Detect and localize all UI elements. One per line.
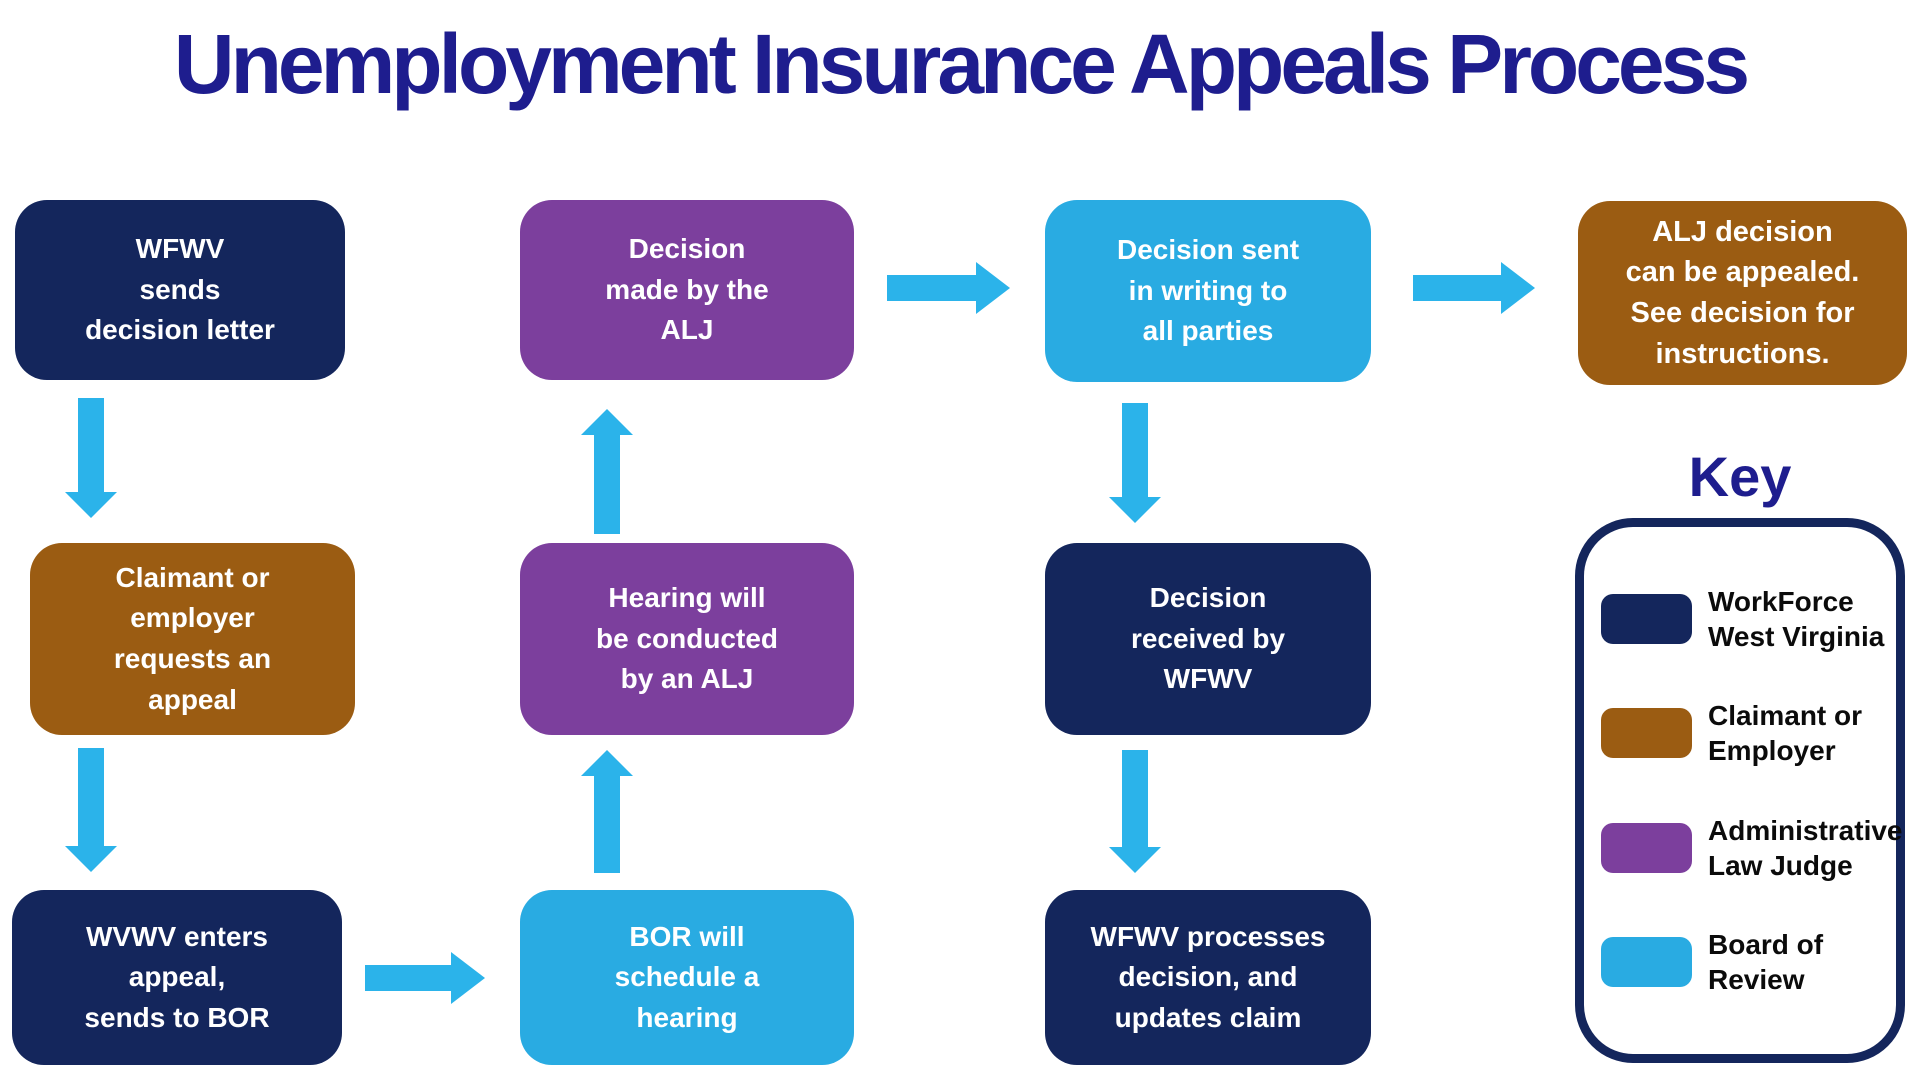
legend-item-claimant-or-employer: Claimant or Employer — [1601, 698, 1892, 768]
arrow-shaft — [1413, 275, 1503, 301]
arrow-down-claimant-to-wvwv — [65, 748, 117, 872]
page-title: Unemployment Insurance Appeals Process — [173, 17, 1750, 111]
arrow-down-wfwv-to-claimant — [65, 398, 117, 518]
arrow-shaft — [594, 774, 620, 873]
arrow-head-icon — [65, 492, 117, 518]
flow-step-bor-schedules-hearing: BOR will schedule a hearing — [520, 890, 854, 1065]
legend-item-board-of-review: Board of Review — [1601, 927, 1892, 997]
arrow-shaft — [78, 748, 104, 848]
legend-swatch-brown — [1601, 708, 1692, 759]
legend-swatch-cyan — [1601, 937, 1692, 988]
arrow-head-icon — [1109, 847, 1161, 873]
arrow-right-wvwv-to-bor — [365, 952, 485, 1004]
legend-item-workforce-west-virginia: WorkForce West Virginia — [1601, 584, 1892, 654]
arrow-shaft — [365, 965, 453, 991]
arrow-down-received-to-processes — [1109, 750, 1161, 873]
flow-step-claimant-requests-appeal: Claimant or employer requests an appeal — [30, 543, 355, 735]
flow-step-decision-made-by-alj: Decision made by the ALJ — [520, 200, 854, 380]
arrow-up-bor-to-hearing — [581, 750, 633, 873]
arrow-shaft — [1122, 750, 1148, 849]
arrow-shaft — [594, 433, 620, 534]
arrow-head-icon — [65, 846, 117, 872]
arrow-head-icon — [451, 952, 485, 1004]
arrow-up-hearing-to-decision — [581, 409, 633, 534]
arrow-shaft — [78, 398, 104, 494]
legend-label: WorkForce West Virginia — [1708, 585, 1885, 652]
flow-step-wfwv-processes-decision: WFWV processes decision, and updates cla… — [1045, 890, 1371, 1065]
legend-label: Board of Review — [1708, 929, 1824, 996]
arrow-head-icon — [581, 750, 633, 776]
flow-step-hearing-conducted-by-alj: Hearing will be conducted by an ALJ — [520, 543, 854, 735]
legend-item-administrative-law-judge: Administrative Law Judge — [1601, 813, 1903, 883]
arrow-head-icon — [581, 409, 633, 435]
arrow-right-sent-to-appealed — [1413, 262, 1535, 314]
arrow-shaft — [887, 275, 978, 301]
key-title: Key — [1688, 445, 1792, 508]
arrow-right-decision-to-sent — [887, 262, 1010, 314]
key-legend: WorkForce West Virginia Claimant or Empl… — [1575, 518, 1905, 1063]
flow-step-decision-received-by-wfwv: Decision received by WFWV — [1045, 543, 1371, 735]
legend-label: Claimant or Employer — [1708, 700, 1863, 767]
arrow-shaft — [1122, 403, 1148, 499]
flow-step-wvwv-enters-appeal: WVWV enters appeal, sends to BOR — [12, 890, 342, 1065]
arrow-head-icon — [1109, 497, 1161, 523]
legend-swatch-navy — [1601, 593, 1692, 644]
legend-swatch-purple — [1601, 822, 1692, 873]
flow-step-decision-sent-in-writing: Decision sent in writing to all parties — [1045, 200, 1371, 382]
arrow-head-icon — [1501, 262, 1535, 314]
flow-step-alj-decision-can-be-appealed: ALJ decision can be appealed. See decisi… — [1578, 201, 1907, 385]
flow-step-wfwv-sends-decision-letter: WFWV sends decision letter — [15, 200, 345, 380]
arrow-down-sent-to-received — [1109, 403, 1161, 523]
legend-label: Administrative Law Judge — [1708, 814, 1903, 881]
arrow-head-icon — [976, 262, 1010, 314]
